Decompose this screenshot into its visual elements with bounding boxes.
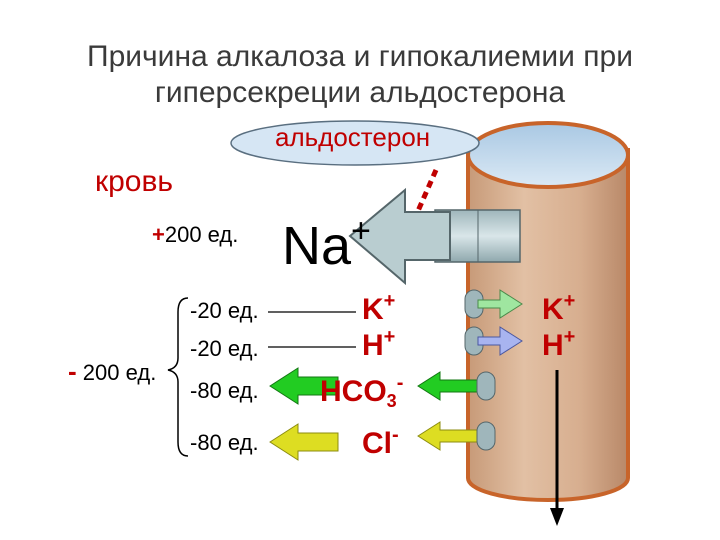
ion-hco3-charge: - (397, 372, 404, 394)
na-ion-label: Na+ (282, 212, 371, 277)
na-total: +200 ед. (152, 222, 238, 248)
lumen-ion-k: K+ (542, 290, 575, 327)
ion-cl-base: Cl (362, 427, 392, 460)
ion-h: H+ (362, 326, 395, 363)
na-total-sign: + (152, 222, 165, 247)
hco3-arrow-membrane (418, 372, 495, 400)
anion-total-text: 200 ед. (83, 360, 157, 385)
ion-k: K+ (362, 290, 395, 327)
ion-cl-charge: - (392, 424, 399, 446)
aldosterone-label: альдостерон (275, 122, 430, 153)
ion-hco3-sub: 3 (387, 391, 397, 411)
ion-k-base: K (362, 293, 384, 326)
row-amount-hco3: -80 ед. (190, 378, 259, 404)
row-amount-h: -20 ед. (190, 336, 259, 362)
lumen-ion-h-base: H (542, 329, 564, 362)
cl-arrow-membrane (418, 422, 495, 450)
lumen-ion-h: H+ (542, 326, 575, 363)
anion-total-sign: - (68, 356, 77, 386)
na-ion-charge: + (351, 212, 371, 250)
na-total-text: 200 ед. (165, 222, 239, 247)
ion-k-charge: + (384, 290, 396, 312)
ion-hco3: HCO3- (320, 372, 403, 412)
lumen-ion-h-charge: + (564, 326, 576, 348)
lumen-ion-k-base: K (542, 293, 564, 326)
row-connectors (268, 312, 356, 347)
na-ion-base: Na (282, 216, 351, 276)
cl-arrow-blood (270, 424, 338, 460)
anion-brace (168, 298, 188, 456)
ion-cl: Cl- (362, 424, 399, 461)
row-amount-k: -20 ед. (190, 298, 259, 324)
anion-total: - 200 ед. (68, 356, 156, 387)
blood-label: кровь (95, 165, 173, 199)
tubule-lumen-opening (468, 123, 628, 187)
ion-h-charge: + (384, 326, 396, 348)
row-amount-cl: -80 ед. (190, 430, 259, 456)
lumen-ion-k-charge: + (564, 290, 576, 312)
ion-h-base: H (362, 329, 384, 362)
ion-hco3-base: HCO (320, 375, 387, 408)
